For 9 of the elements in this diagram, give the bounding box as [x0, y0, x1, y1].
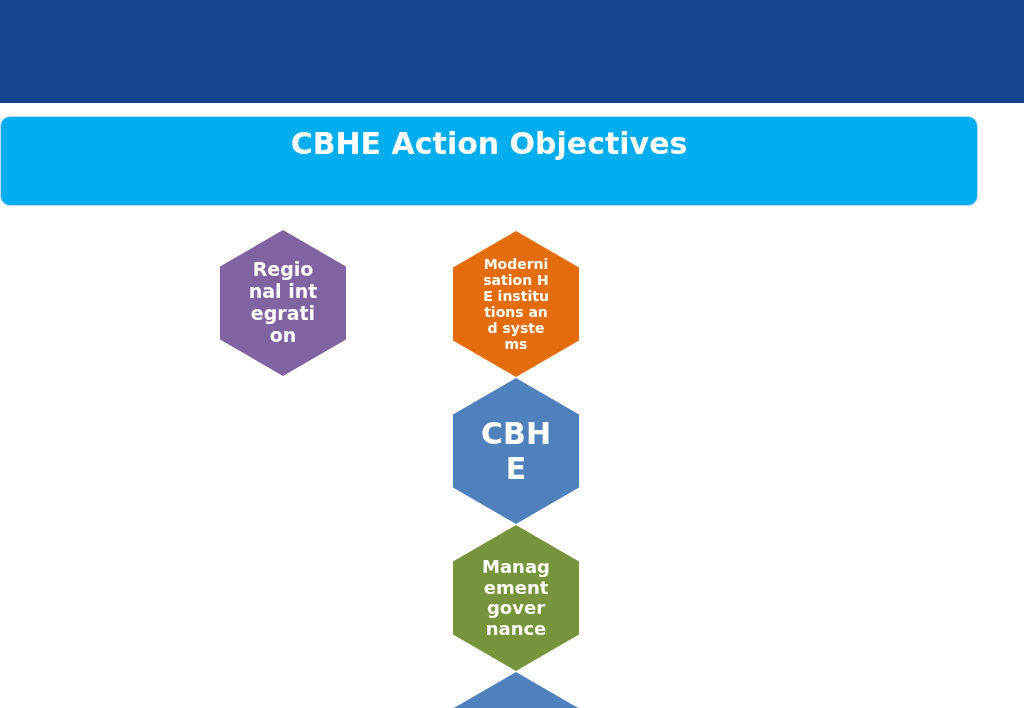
hexagon-node	[453, 378, 579, 524]
node-label: Management governance	[481, 556, 551, 640]
title: CBHE Action Objectives	[289, 126, 689, 161]
hexagon-node	[220, 230, 346, 376]
hexagon-node	[453, 525, 579, 671]
hexagon-node	[453, 231, 579, 377]
node-label: Modernisation HE institutions and systems	[482, 255, 550, 353]
node-label: Regional integration	[248, 259, 318, 347]
node-label: CBHE	[481, 416, 551, 486]
